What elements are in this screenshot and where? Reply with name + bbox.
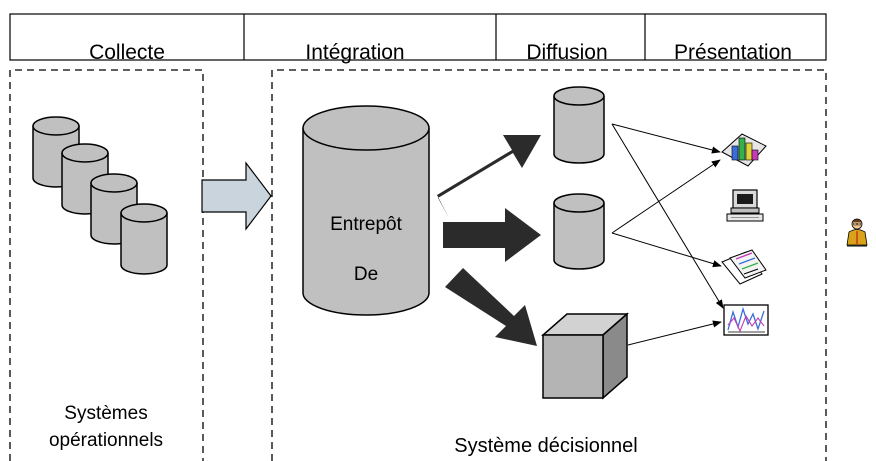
left-panel-label-line1: Systèmes bbox=[64, 403, 147, 424]
left-panel-border bbox=[9, 69, 204, 461]
diffusion-arrow-right bbox=[443, 208, 541, 262]
left-panel-label-line2: opérationnels bbox=[49, 430, 163, 451]
header-collecte: Collecte bbox=[89, 41, 165, 64]
olap-cube-icon bbox=[541, 312, 629, 400]
warehouse-label-line2: De bbox=[354, 264, 378, 285]
computer-icon bbox=[726, 189, 764, 222]
diffusion-arrow-up bbox=[437, 135, 541, 218]
datamart-db-icon bbox=[553, 86, 605, 164]
connection-arrow bbox=[627, 320, 722, 346]
header-integration: Intégration bbox=[305, 41, 404, 64]
connection-arrow bbox=[611, 232, 722, 268]
header-band: Collecte Intégration Diffusion Présentat… bbox=[9, 13, 827, 64]
source-db-icon bbox=[120, 203, 168, 275]
chart-tool-icon bbox=[721, 133, 767, 167]
connection-arrow bbox=[611, 123, 721, 154]
report-documents-icon bbox=[721, 249, 767, 285]
user-icon bbox=[846, 218, 868, 247]
header-frame bbox=[9, 13, 827, 61]
header-presentation: Présentation bbox=[674, 41, 792, 64]
graph-screen-icon bbox=[723, 304, 769, 336]
connection-arrow bbox=[611, 159, 721, 234]
source-databases bbox=[32, 116, 168, 275]
header-diffusion: Diffusion bbox=[526, 41, 607, 64]
datamart-db-icon bbox=[553, 193, 605, 270]
transfer-arrow bbox=[201, 161, 272, 231]
right-panel-label: Système décisionnel bbox=[454, 435, 637, 457]
connection-arrows bbox=[611, 123, 724, 346]
data-warehouse-icon bbox=[302, 105, 430, 316]
connection-arrow bbox=[611, 123, 724, 309]
right-panel-border bbox=[271, 69, 827, 461]
diffusion-arrow-down bbox=[445, 268, 537, 346]
warehouse-label-line1: Entrepôt bbox=[330, 214, 403, 235]
